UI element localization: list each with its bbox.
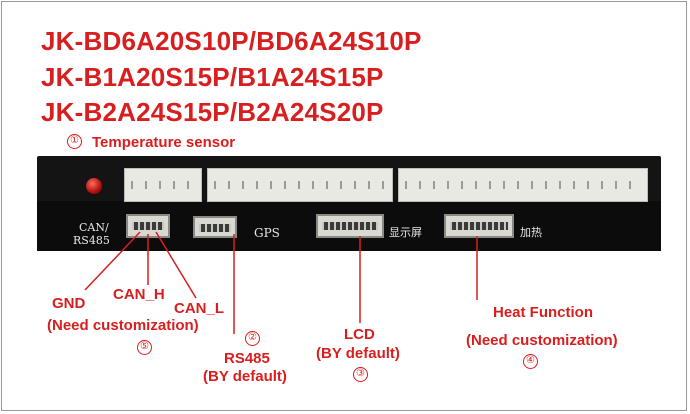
heat-note: (Need customization) xyxy=(466,332,618,349)
temperature-sensor-connector xyxy=(124,168,202,202)
can-rs485-connector xyxy=(126,214,170,238)
callout-number-2: ② xyxy=(245,331,260,346)
callout-number-5: ⑤ xyxy=(137,340,152,355)
callout-number-4: ④ xyxy=(523,354,538,369)
silk-can-label: CAN/ xyxy=(79,221,109,234)
model-title-2: JK-B1A20S15P/B1A24S15P xyxy=(41,62,384,92)
model-title-1: JK-BD6A20S10P/BD6A24S10P xyxy=(41,26,422,56)
can-note-label: (Need customization) xyxy=(47,317,199,334)
temperature-sensor-label: Temperature sensor xyxy=(92,134,236,151)
silk-gps-label: GPS xyxy=(254,226,280,240)
heat-function-label: Heat Function xyxy=(493,304,593,321)
can-h-label: CAN_H xyxy=(113,286,165,303)
silk-rs485-label: RS485 xyxy=(73,234,110,247)
balance-connector-1 xyxy=(207,168,393,202)
gnd-label: GND xyxy=(52,295,86,312)
lcd-connector xyxy=(316,214,384,238)
lcd-label: LCD xyxy=(344,326,375,343)
heat-connector xyxy=(444,214,514,238)
balance-connector-2 xyxy=(398,168,648,202)
status-led xyxy=(86,178,102,194)
rs485-label: RS485 xyxy=(224,350,270,367)
lcd-note: (BY default) xyxy=(316,345,400,362)
silk-heat-label: 加热 xyxy=(520,226,542,239)
callout-number-1: ① xyxy=(67,134,82,149)
model-title-3: JK-B2A24S15P/B2A24S20P xyxy=(41,97,384,127)
rs485-note: (BY default) xyxy=(203,368,287,385)
gps-connector xyxy=(193,216,237,238)
silk-display-label: 显示屏 xyxy=(389,226,422,239)
can-l-label: CAN_L xyxy=(174,300,225,317)
callout-number-3: ③ xyxy=(353,367,368,382)
